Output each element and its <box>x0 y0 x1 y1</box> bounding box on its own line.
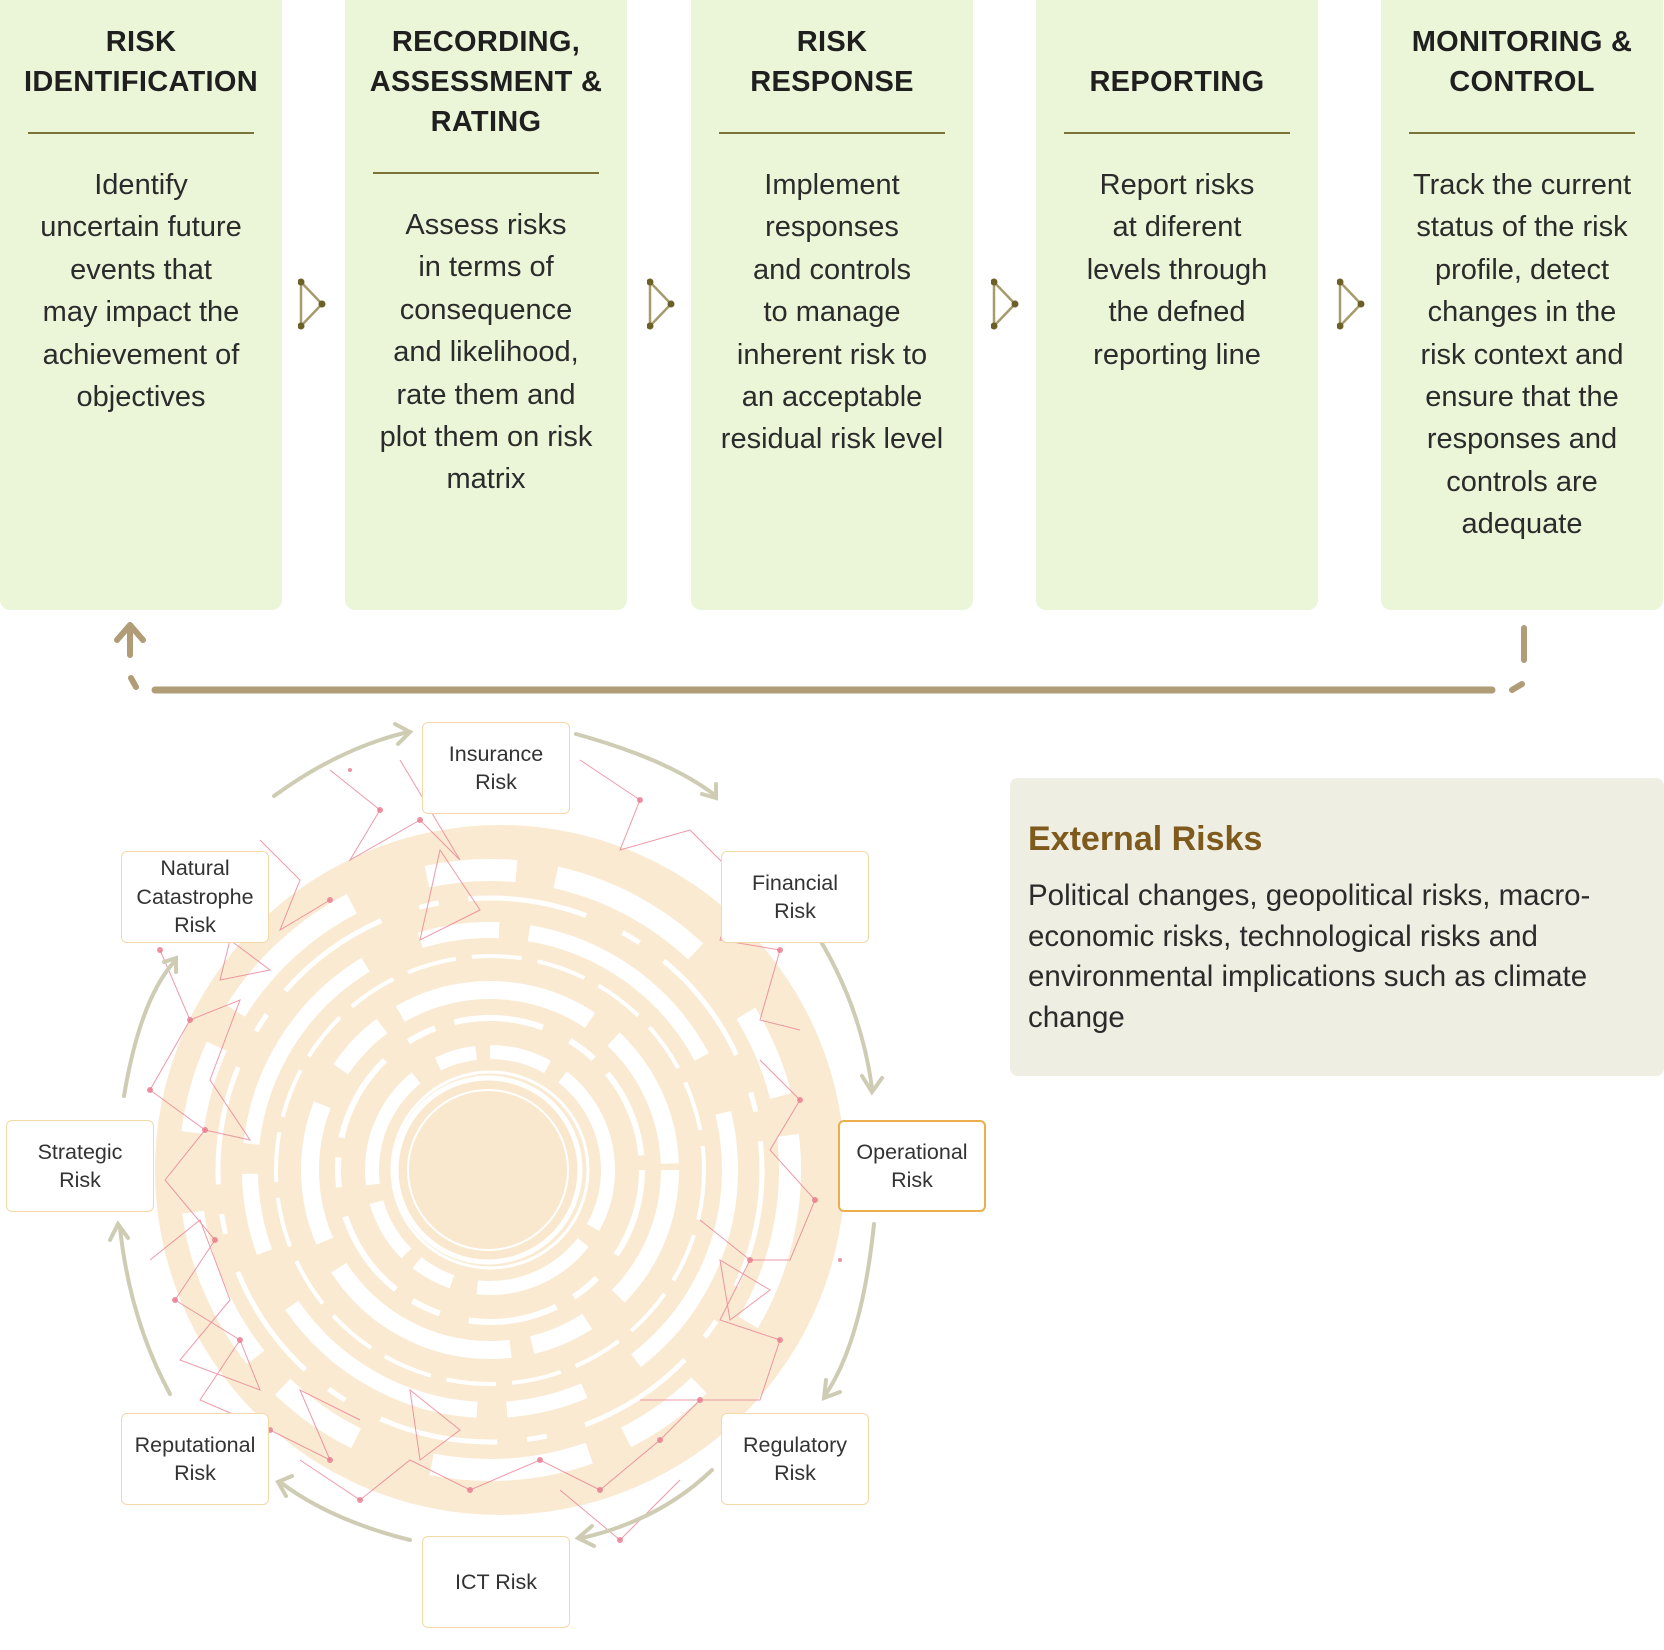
step-description: Assess risks in terms of consequence and… <box>379 209 593 496</box>
step-title: REPORTING <box>1089 66 1265 98</box>
step-title: MONITORING & CONTROL <box>1411 26 1633 98</box>
feedback-loop-arrow <box>114 622 1527 694</box>
step-divider <box>1064 132 1290 134</box>
risk-box-operational: Operational Risk <box>838 1120 986 1212</box>
risk-box-regulatory: Regulatory Risk <box>721 1413 869 1505</box>
step-divider <box>1409 132 1635 134</box>
external-risks-title: External Risks <box>1028 820 1263 858</box>
chevron-right-icon <box>1337 278 1365 330</box>
risk-box-ict: ICT Risk <box>422 1536 570 1628</box>
step-description: Report risks at diferent levels through … <box>1086 169 1268 371</box>
chevron-right-icon <box>298 278 326 330</box>
step-description: Implement responses and controls to mana… <box>720 169 944 456</box>
step-card-reporting: REPORTING Report risks at diferent level… <box>1036 0 1318 610</box>
step-card-risk-identification: RISK IDENTIFICATION Identify uncertain f… <box>0 0 282 610</box>
step-description: Identify uncertain future events that ma… <box>40 169 242 414</box>
step-divider <box>719 132 945 134</box>
cycle-arrows-graphic <box>108 722 884 1548</box>
risk-wheel-graphic <box>108 722 884 1562</box>
risk-box-strategic: Strategic Risk <box>6 1120 154 1212</box>
step-title: RISK IDENTIFICATION <box>23 26 259 98</box>
external-risks-body: Political changes, geopolitical risks, m… <box>1028 879 1591 1034</box>
chevron-right-icon <box>647 278 675 330</box>
risk-box-insurance: Insurance Risk <box>422 722 570 814</box>
step-description: Track the current status of the risk pro… <box>1412 169 1632 541</box>
step-card-recording-assessment-rating: RECORDING, ASSESSMENT & RATING Assess ri… <box>345 0 627 610</box>
tech-circle-graphic <box>155 825 845 1515</box>
risk-box-reputational: Reputational Risk <box>121 1413 269 1505</box>
step-card-monitoring-control: MONITORING & CONTROL Track the current s… <box>1381 0 1663 610</box>
chevron-right-icon <box>991 278 1019 330</box>
step-divider <box>373 172 599 174</box>
step-title: RECORDING, ASSESSMENT & RATING <box>369 26 603 138</box>
risk-box-natural-catastrophe: Natural Catastrophe Risk <box>121 851 269 943</box>
step-divider <box>28 132 254 134</box>
risk-box-financial: Financial Risk <box>721 851 869 943</box>
step-card-risk-response: RISK RESPONSE Implement responses and co… <box>691 0 973 610</box>
step-title: RISK RESPONSE <box>750 26 914 98</box>
external-risks-panel: External Risks Political changes, geopol… <box>1010 778 1664 1076</box>
